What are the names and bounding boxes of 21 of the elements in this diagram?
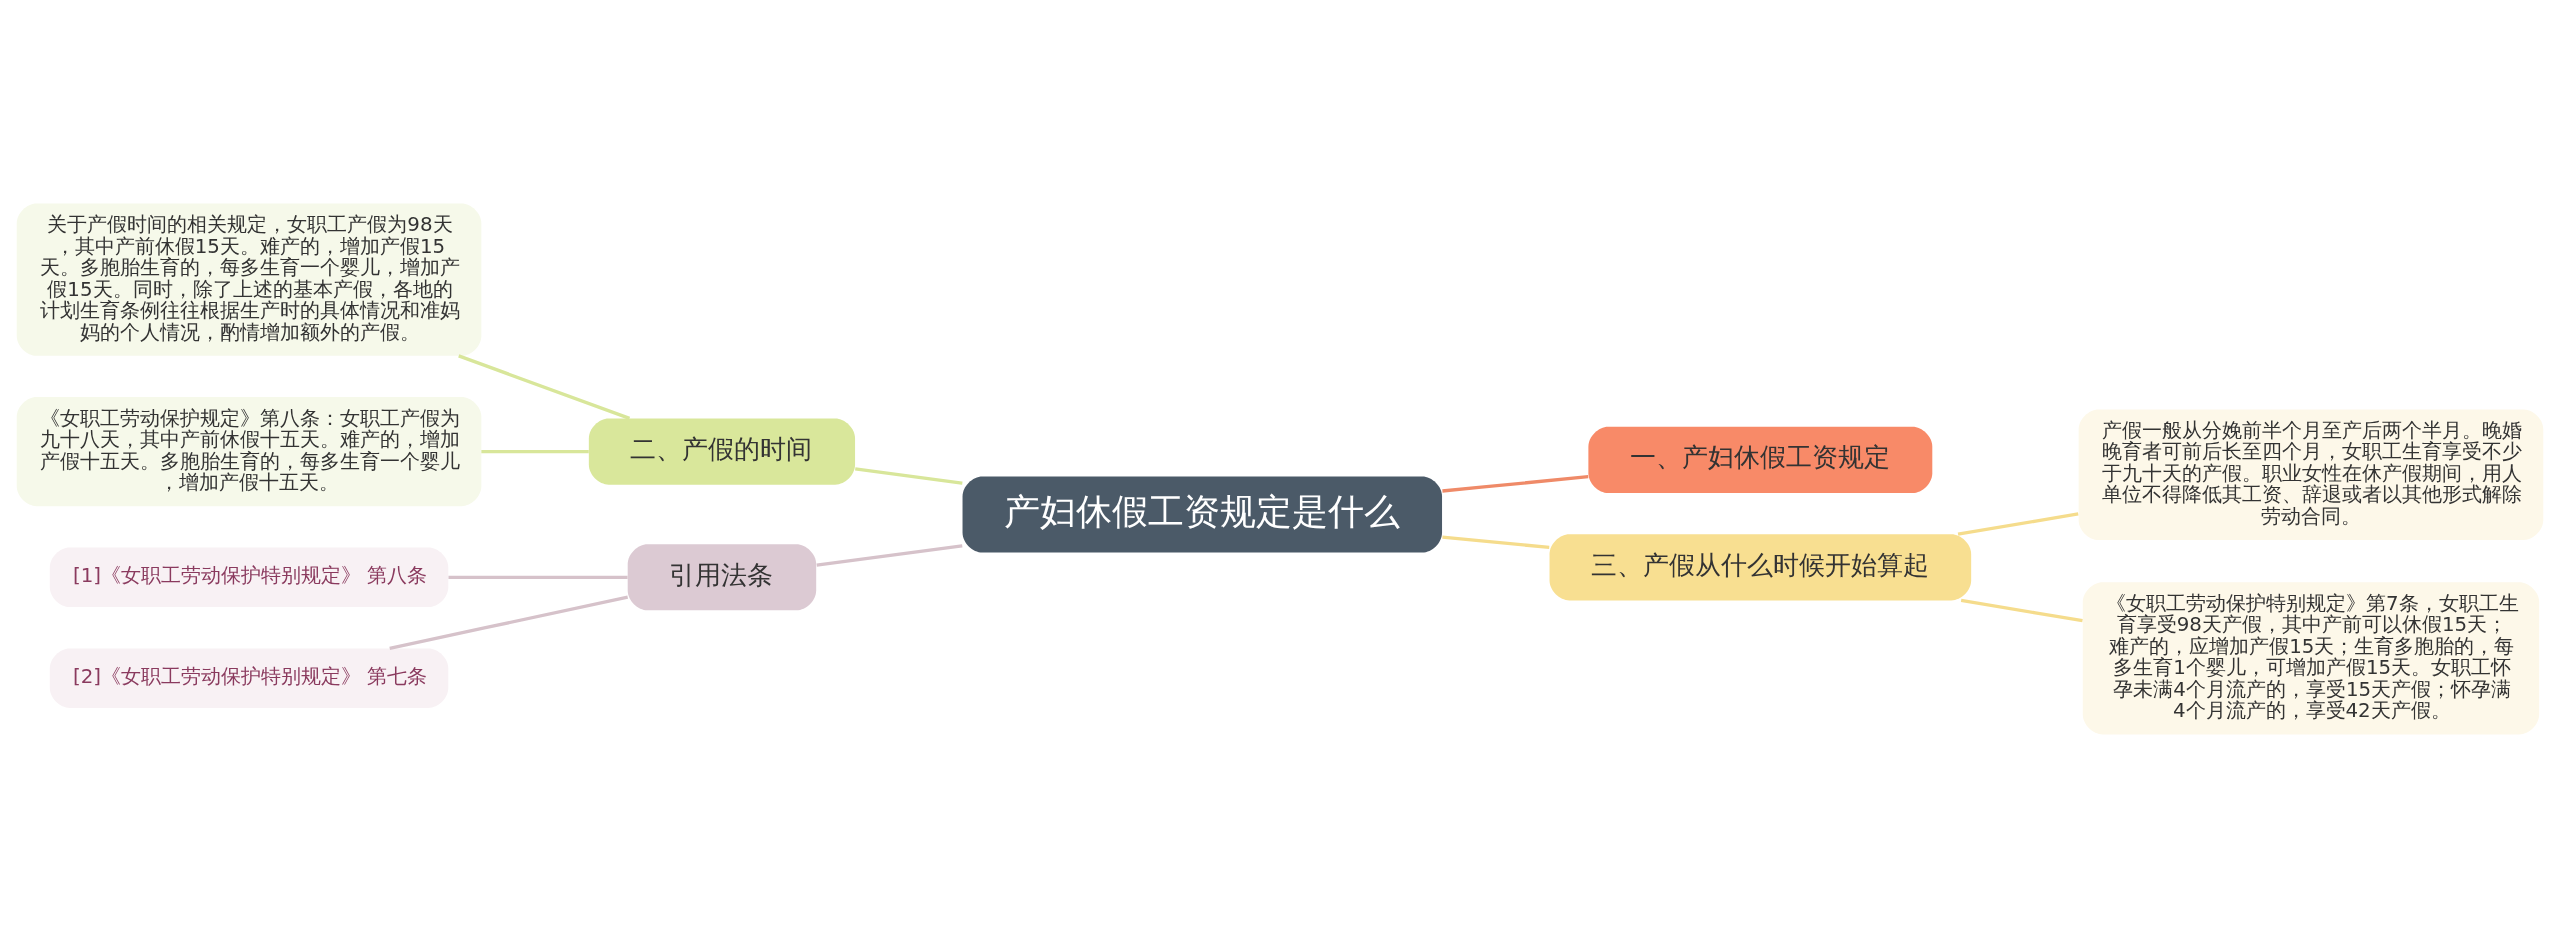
node-box: 二、产假的时间: [588, 418, 856, 485]
node-box: 三、产假从什么时候开始算起: [1549, 533, 1972, 600]
connector: [855, 466, 963, 485]
node-box: 一、产妇休假工资规定: [1588, 426, 1933, 493]
node-box: 《女职工劳动保护特别规定》第7条，女职工生育享受98天产假，其中产前可以休假15天；难产的，应增加产假15天；生育多胞胎的，每多生育1个婴儿，可增加产假15天。女职工怀孕未满4个月流产的，享受15天产假；怀孕满4个月流产的，享受42天产假。: [2082, 581, 2540, 734]
connector: [458, 353, 631, 420]
connector: [389, 595, 629, 650]
node-box: 产假一般从分娩前半个月至产后两个半月。晚婚晚育者可前后长至四个月，女职工生育享受不少于九十天的产假。职业女性在休产假期间，用人单位不得降低其工资、辞退或者以其他形式解除劳动合同。: [2078, 408, 2544, 540]
connector: [1960, 598, 2083, 622]
connector: [1957, 511, 2079, 536]
connector: [1442, 474, 1589, 493]
node-box: 引用法条: [627, 543, 817, 610]
node-box: 《女职工劳动保护规定》第八条：女职工产假为九十八天，其中产前休假十五天。难产的，增加产假十五天。多胞胎生育的，每多生育一个婴儿，增加产假十五天。: [16, 396, 482, 506]
connector: [816, 543, 963, 567]
node-box: [1]《女职工劳动保护特别规定》 第八条: [49, 547, 449, 607]
node-box: 关于产假时间的相关规定，女职工产假为98天，其中产前休假15天。难产的，增加产假15天。多胞胎生育的，每多生育一个婴儿，增加产假15天。同时，除了上述的基本产假，各地的计划生育条例往往根据生产时的具体情况和准妈妈的个人情况，酌情增加额外的产假。: [16, 203, 482, 356]
node-box: [2]《女职工劳动保护特别规定》 第七条: [49, 647, 449, 708]
connector: [481, 449, 589, 453]
connector: [448, 575, 628, 579]
node-box: 产妇休假工资规定是什么: [962, 475, 1443, 552]
connector: [1442, 535, 1550, 549]
